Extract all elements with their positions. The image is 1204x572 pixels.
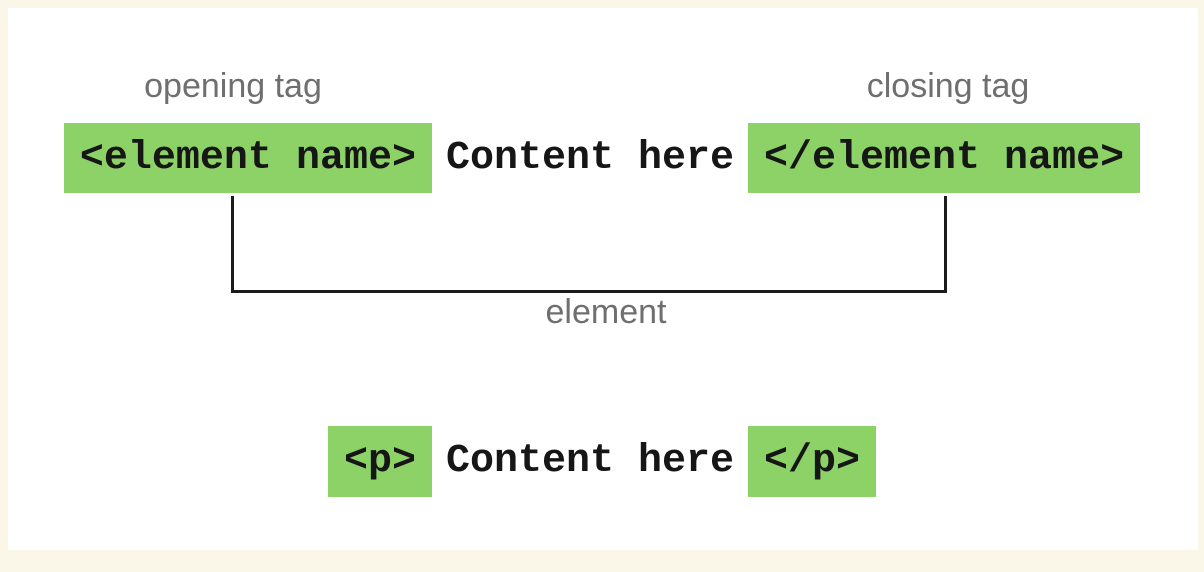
element-label: element xyxy=(545,293,667,331)
generic-content-text: Content here xyxy=(445,135,735,181)
bracket-horizontal-line xyxy=(231,290,947,293)
example-opening-tag-box: <p> xyxy=(327,426,432,497)
opening-tag-box: <element name> xyxy=(63,123,432,193)
generic-element-row: <element name> Content here </element na… xyxy=(0,123,1204,193)
closing-tag-label: closing tag xyxy=(866,67,1030,105)
example-content-text: Content here xyxy=(445,439,735,484)
closing-tag-box: </element name> xyxy=(748,123,1141,193)
opening-tag-label: opening tag xyxy=(144,67,322,105)
example-element-row: <p> Content here </p> xyxy=(0,426,1204,497)
content-area xyxy=(8,8,1198,550)
bracket-left-line xyxy=(231,196,234,291)
bracket-right-line xyxy=(944,196,947,291)
example-closing-tag-box: </p> xyxy=(748,426,877,497)
